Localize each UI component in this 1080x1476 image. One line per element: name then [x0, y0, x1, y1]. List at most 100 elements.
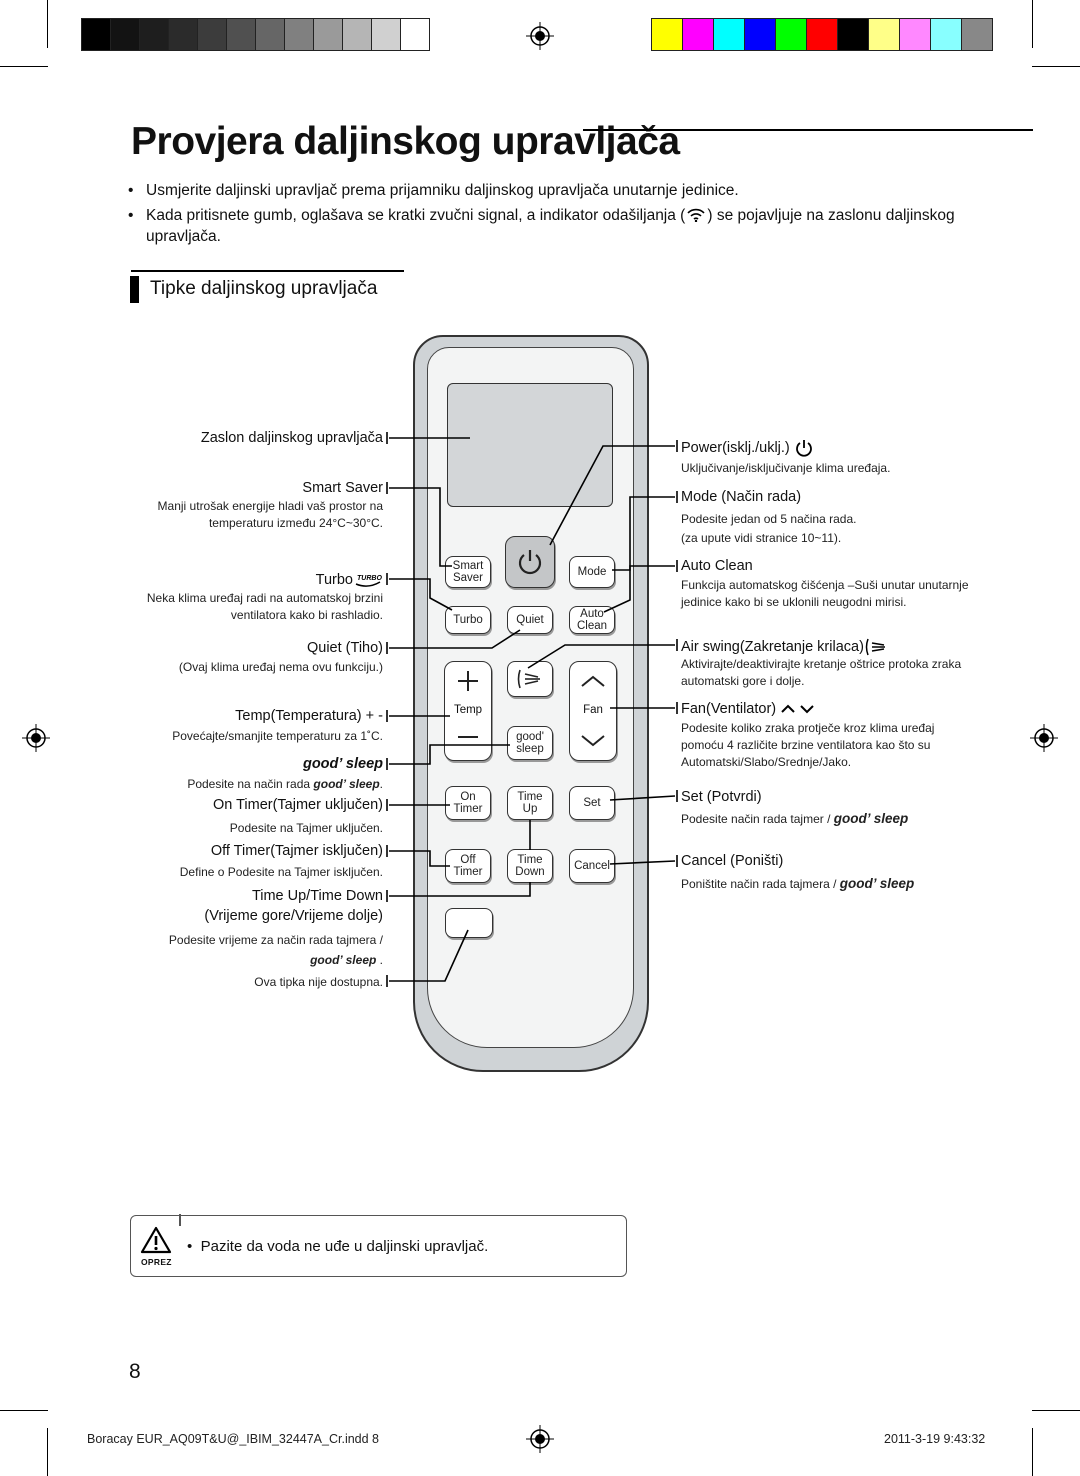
- set-label: Set (Potvrdi): [681, 789, 762, 805]
- off-timer-desc: Define o Podesite na Tajmer isključen.: [179, 865, 383, 879]
- calibration-swatch: [226, 18, 256, 51]
- unavailable-desc: Ova tipka nije dostupna.: [254, 975, 383, 989]
- caution-box: OPREZ • Pazite da voda ne uđe u daljinsk…: [130, 1214, 627, 1277]
- cancel-desc: Poništite način rada tajmera / good’ sle…: [681, 876, 915, 891]
- calibration-swatch: [400, 18, 430, 51]
- blank-button[interactable]: [445, 908, 493, 938]
- calibration-swatch: [313, 18, 343, 51]
- air-swing-label: Air swing(Zakretanje krilaca): [681, 637, 888, 657]
- caution-tab: [179, 1214, 181, 1226]
- good-sleep-desc: Podesite na način rada good’ sleep.: [187, 777, 383, 791]
- time-updown-desc: Podesite vrijeme za način rada tajmera /…: [168, 933, 383, 967]
- fan-chevrons-icon: [781, 704, 814, 714]
- power-label: Power(isklj./uklj.): [681, 438, 814, 458]
- quiet-button[interactable]: Quiet: [507, 606, 553, 634]
- calibration-swatch: [371, 18, 401, 51]
- crop-mark: [47, 1428, 48, 1476]
- chevron-up-icon: [581, 675, 605, 687]
- on-timer-button[interactable]: On Timer: [445, 786, 491, 820]
- calibration-swatch: [713, 18, 745, 51]
- calibration-swatch: [744, 18, 776, 51]
- temp-label-text: Temp(Temperatura) + -: [235, 708, 383, 724]
- crop-mark: [47, 0, 48, 48]
- plus-icon: [458, 671, 478, 691]
- power-icon: [795, 440, 812, 457]
- footer-filename: Boracay EUR_AQ09T&U@_IBIM_32447A_Cr.indd…: [87, 1432, 380, 1446]
- fan-label-text: Fan(Ventilator): [681, 701, 816, 717]
- smart-saver-label: Smart Saver: [302, 480, 383, 496]
- good-sleep-button[interactable]: good' sleep: [507, 726, 553, 760]
- crop-mark: [0, 66, 48, 67]
- mode-desc: Podesite jedan od 5 načina rada.(za uput…: [681, 512, 857, 545]
- title-rule: [583, 129, 1033, 131]
- display-label: Zaslon daljinskog upravljača: [200, 430, 383, 446]
- cancel-label: Cancel (Poništi): [681, 853, 784, 869]
- calibration-swatch: [342, 18, 372, 51]
- power-icon: [518, 550, 542, 575]
- calibration-swatch: [806, 18, 838, 51]
- auto-clean-label: Auto Clean: [681, 558, 753, 574]
- cancel-button[interactable]: Cancel: [569, 849, 615, 883]
- bullet-list: •Usmjerite daljinski upravljač prema pri…: [128, 180, 968, 247]
- time-down-button[interactable]: Time Down: [507, 849, 553, 883]
- calibration-swatch: [682, 18, 714, 51]
- page-title: Provjera daljinskog upravljača: [131, 120, 680, 163]
- svg-text:TURBO: TURBO: [357, 575, 382, 582]
- smart-saver-desc: Manji utrošak energije hladi vaš prostor…: [157, 499, 383, 530]
- bullet-item: •Usmjerite daljinski upravljač prema pri…: [128, 182, 739, 199]
- set-button[interactable]: Set: [569, 786, 615, 820]
- time-updown-label: Time Up/Time Down(Vrijeme gore/Vrijeme d…: [204, 888, 383, 924]
- fan-rocker[interactable]: Fan: [569, 661, 617, 761]
- smart-saver-button[interactable]: Smart Saver: [445, 556, 491, 588]
- set-desc: Podesite način rada tajmer / good’ sleep: [681, 811, 909, 826]
- crop-mark: [1032, 0, 1033, 48]
- turbo-button[interactable]: Turbo: [445, 606, 491, 634]
- turbo-icon: TURBO: [355, 575, 382, 587]
- registration-target-left: [22, 724, 50, 752]
- registration-target-right: [1030, 724, 1058, 752]
- calibration-swatch: [961, 18, 993, 51]
- power-button[interactable]: [505, 536, 555, 588]
- minus-icon: [458, 736, 478, 738]
- fan-desc: Podesite koliko zraka protječe kroz klim…: [681, 721, 935, 769]
- power-desc: Uključivanje/isključivanje klima uređaja…: [681, 461, 891, 475]
- crop-mark: [0, 1410, 48, 1411]
- good-sleep-label: good’ sleep: [302, 756, 383, 772]
- crop-mark: [1032, 1428, 1033, 1476]
- registration-target-bottom: [526, 1425, 554, 1453]
- footer-date: 2011-3-19 9:43:32: [884, 1432, 986, 1446]
- on-timer-desc: Podesite na Tajmer uključen.: [229, 821, 383, 835]
- air-swing-button[interactable]: [507, 661, 553, 697]
- bullet-item: • Kada pritisnete gumb, oglašava se krat…: [128, 207, 955, 224]
- air-swing-icon: [865, 638, 885, 656]
- warning-icon: [140, 1226, 172, 1254]
- quiet-label: Quiet (Tiho): [306, 640, 383, 656]
- subtitle-rule: [131, 270, 404, 272]
- chevron-down-icon: [581, 735, 605, 747]
- temp-label: Temp: [453, 704, 483, 716]
- page-number: 8: [129, 1360, 141, 1383]
- wireless-signal-icon: [687, 208, 705, 223]
- turbo-desc: Neka klima uređaj radi na automatskoj br…: [146, 591, 383, 622]
- quiet-desc: (Ovaj klima uređaj nema ovu funkciju.): [178, 660, 383, 674]
- calibration-swatch: [899, 18, 931, 51]
- air-swing-icon: [517, 669, 540, 689]
- mode-label: Mode (Način rada): [681, 489, 802, 505]
- time-up-button[interactable]: Time Up: [507, 786, 553, 820]
- caution-label: OPREZ: [141, 1257, 172, 1267]
- caution-text: • Pazite da voda ne uđe u daljinski upra…: [187, 1238, 489, 1255]
- crop-mark: [1032, 1410, 1080, 1411]
- subtitle-marker: [130, 276, 139, 303]
- auto-clean-desc: Funkcija automatskog čišćenja –Suši unut…: [681, 578, 969, 609]
- crop-mark: [1032, 66, 1080, 67]
- bullet-continuation: upravljača.: [146, 228, 221, 245]
- remote-display: [447, 383, 613, 507]
- fan-label: Fan: [583, 704, 603, 716]
- air-swing-desc: Aktivirajte/deaktivirajte kretanje oštri…: [681, 657, 962, 688]
- temp-desc: Povećajte/smanjite temperaturu za 1˚C.: [172, 729, 383, 743]
- off-timer-label: Off Timer(Tajmer isključen): [210, 843, 383, 859]
- mode-button[interactable]: Mode: [569, 556, 615, 588]
- auto-clean-button[interactable]: Auto Clean: [569, 606, 615, 634]
